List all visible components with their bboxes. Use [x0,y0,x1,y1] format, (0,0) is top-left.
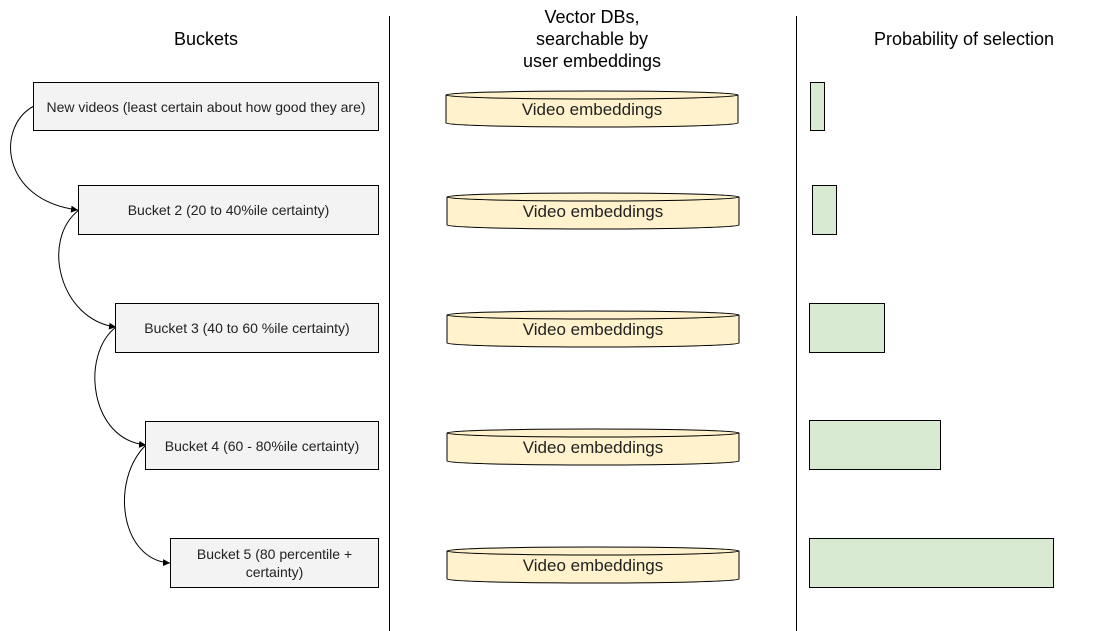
vector-title-line-1: Vector DBs, [544,7,640,27]
bucket-box-2: Bucket 2 (20 to 40%ile certainty) [78,185,379,235]
vector-title-line-2: searchable by [535,29,649,49]
bucket-box-3: Bucket 3 (40 to 60 %ile certainty) [115,303,379,353]
probability-bar-5 [809,538,1054,588]
column-divider-left [389,16,390,631]
probability-bar-3 [809,303,885,353]
vector-db-cylinder-2: Video embeddings [446,189,740,233]
db-label: Video embeddings [522,556,664,575]
bucket-label: Bucket 5 (80 percentile + certainty) [196,546,353,580]
bucket-label: New videos (least certain about how good… [46,98,366,115]
vector-db-cylinder-3: Video embeddings [446,307,740,351]
database-icon [446,428,740,466]
probability-bar-2 [812,185,837,235]
buckets-column-title: Buckets [173,29,239,49]
bucket-box-new-videos: New videos (least certain about how good… [33,82,379,131]
vector-title-line-3: user embeddings [522,51,662,71]
connector-arrow-1-to-2 [10,105,79,213]
probability-bar-1 [810,82,825,131]
bucket-box-4: Bucket 4 (60 - 80%ile certainty) [145,421,379,470]
bucket-box-5: Bucket 5 (80 percentile + certainty) [170,538,379,588]
connector-arrow-3-to-4 [94,326,147,448]
probability-column-title: Probability of selection [873,29,1055,49]
db-label: Video embeddings [522,438,664,457]
vector-db-cylinder-5: Video embeddings [446,543,740,587]
vector-dbs-column-title: Vector DBs, searchable by user embedding… [490,6,694,72]
probability-bar-4 [809,420,941,470]
vector-db-cylinder-1: Video embeddings [445,87,739,131]
bucket-label: Bucket 3 (40 to 60 %ile certainty) [144,320,350,336]
bucket-label: Bucket 4 (60 - 80%ile certainty) [164,437,360,454]
db-label: Video embeddings [522,320,664,339]
database-icon [445,90,739,128]
database-icon [446,192,740,230]
db-label: Video embeddings [522,202,664,221]
database-icon [446,546,740,584]
database-icon [446,310,740,348]
connector-arrow-4-to-5 [124,444,171,567]
vector-db-cylinder-4: Video embeddings [446,425,740,469]
db-label: Video embeddings [521,100,663,119]
connector-arrow-2-to-3 [58,209,117,330]
bucket-label: Bucket 2 (20 to 40%ile certainty) [127,202,330,218]
column-divider-right [796,16,797,631]
